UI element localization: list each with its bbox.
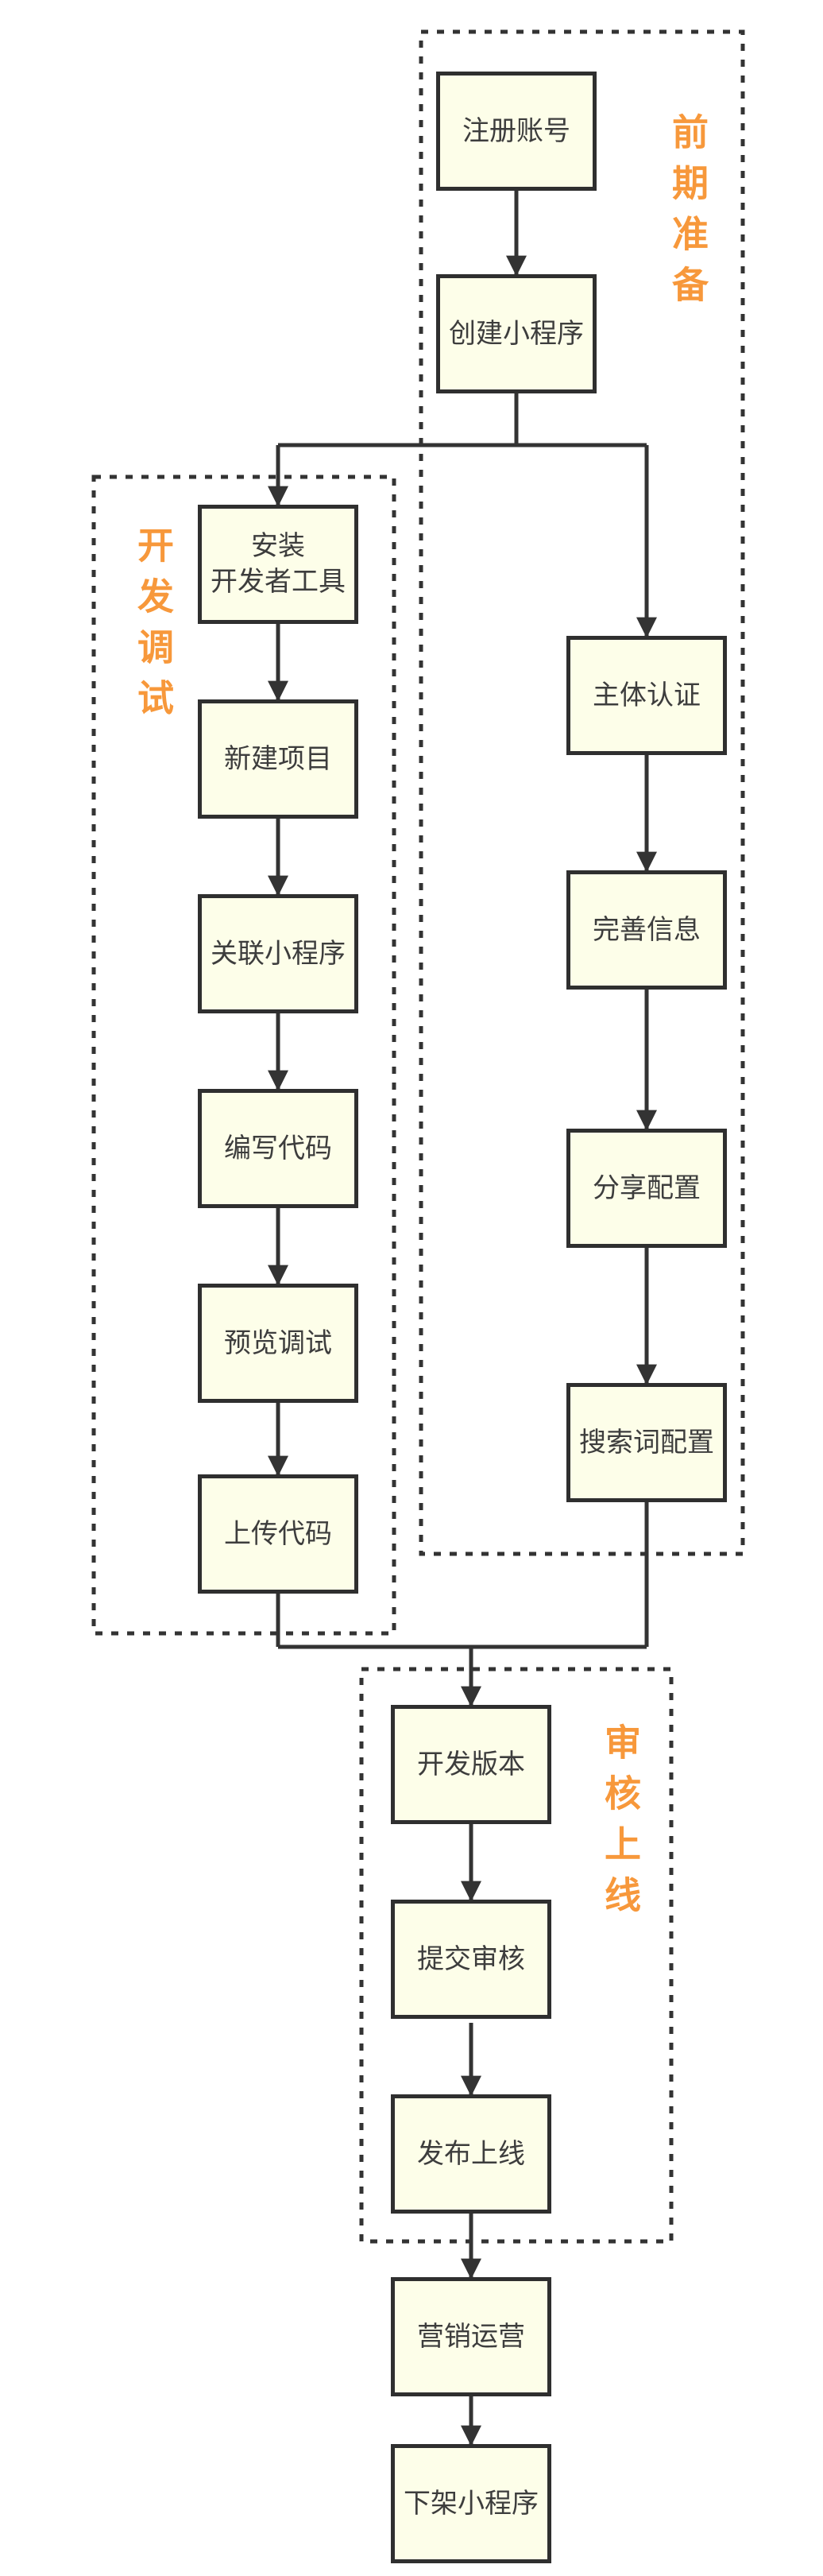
node-complete-info: 完善信息 bbox=[566, 870, 727, 990]
node-associate-miniprogram: 关联小程序 bbox=[198, 894, 358, 1013]
node-search-keyword-config: 搜索词配置 bbox=[566, 1383, 727, 1502]
node-install-devtools-line2: 开发者工具 bbox=[211, 567, 346, 597]
node-new-project: 新建项目 bbox=[198, 699, 358, 819]
group-label-prep: 前期准备 bbox=[667, 113, 709, 316]
group-label-dev: 开发调试 bbox=[133, 526, 174, 730]
node-write-code: 编写代码 bbox=[198, 1089, 358, 1208]
node-remove-miniprogram: 下架小程序 bbox=[391, 2444, 551, 2563]
node-marketing-operations: 营销运营 bbox=[391, 2277, 551, 2396]
node-register-account: 注册账号 bbox=[436, 72, 597, 191]
node-subject-auth: 主体认证 bbox=[566, 636, 727, 755]
node-create-miniprogram: 创建小程序 bbox=[436, 274, 597, 393]
group-box-prep bbox=[419, 29, 745, 1556]
node-upload-code: 上传代码 bbox=[198, 1474, 358, 1594]
node-preview-debug: 预览调试 bbox=[198, 1284, 358, 1403]
node-install-devtools: 安装 开发者工具 bbox=[198, 505, 358, 624]
node-dev-version: 开发版本 bbox=[391, 1705, 551, 1824]
group-box-dev bbox=[91, 475, 396, 1636]
node-submit-review: 提交审核 bbox=[391, 1900, 551, 2019]
node-share-config: 分享配置 bbox=[566, 1129, 727, 1248]
node-publish-online: 发布上线 bbox=[391, 2094, 551, 2214]
node-install-devtools-line1: 安装 bbox=[251, 531, 305, 562]
group-box-review bbox=[359, 1667, 674, 2244]
group-label-review: 审核上线 bbox=[600, 1723, 641, 1927]
